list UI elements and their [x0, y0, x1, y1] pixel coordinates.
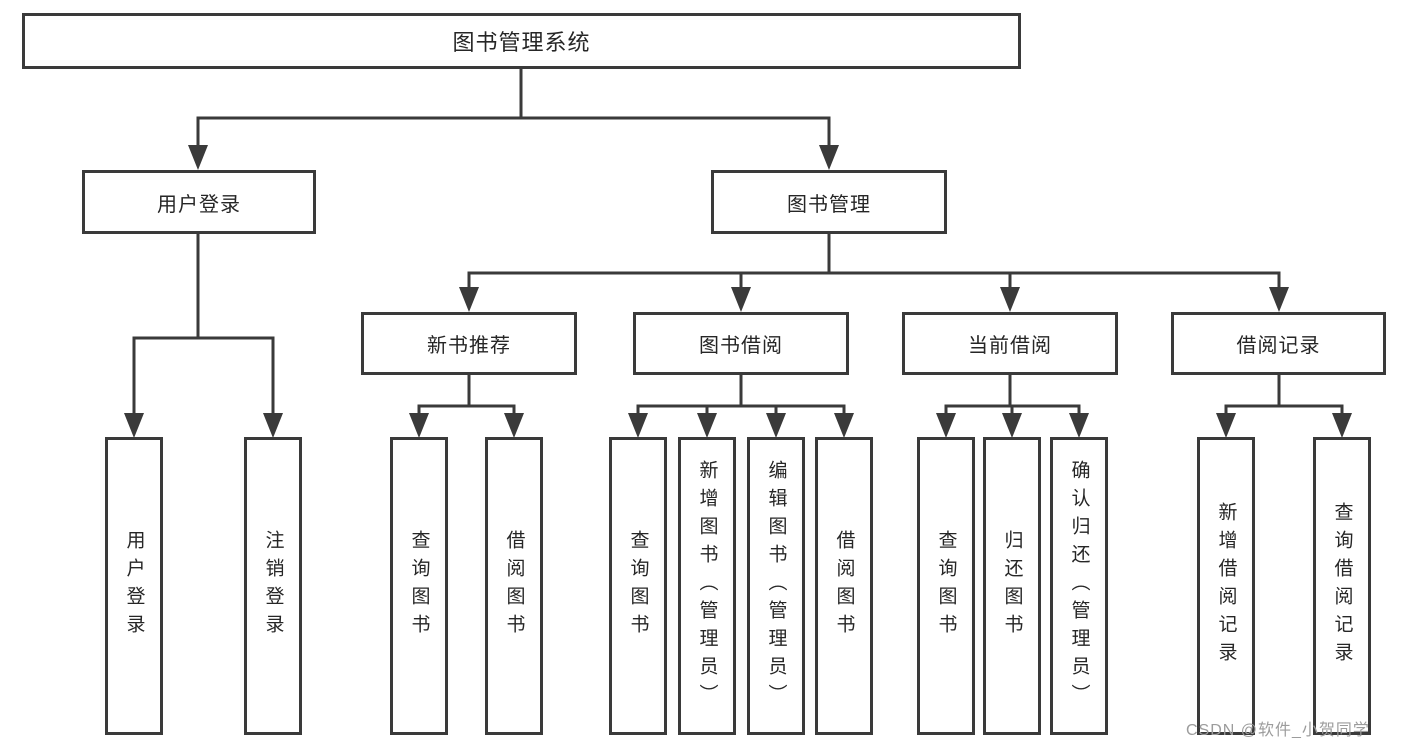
- leaf-return-book-label: 归还图书: [1001, 530, 1023, 642]
- node-book-borrowing-label: 图书借阅: [699, 335, 783, 357]
- leaf-borrow-books-recommend-label: 借阅图书: [503, 530, 525, 642]
- leaf-return-book: 归还图书: [983, 437, 1041, 735]
- node-root: 图书管理系统: [22, 13, 1021, 69]
- node-book-management-label: 图书管理: [787, 193, 871, 216]
- leaf-user-login: 用户登录: [105, 437, 163, 735]
- node-borrowing-records-label: 借阅记录: [1236, 335, 1321, 357]
- leaf-add-borrow-record: 新增借阅记录: [1197, 437, 1255, 735]
- node-borrowing-records: 借阅记录: [1171, 312, 1386, 375]
- leaf-add-book-admin-label: 新增图书（管理员）: [696, 460, 718, 712]
- node-book-management: 图书管理: [711, 170, 947, 234]
- leaf-confirm-return-admin-label: 确认归还（管理员）: [1068, 460, 1090, 712]
- leaf-add-borrow-record-label: 新增借阅记录: [1215, 502, 1237, 670]
- node-current-borrowing: 当前借阅: [902, 312, 1118, 375]
- leaf-query-books-current-label: 查询图书: [935, 530, 957, 642]
- node-user-login: 用户登录: [82, 170, 316, 234]
- arrowhead-icons: [124, 145, 1352, 438]
- node-new-book-recommend-label: 新书推荐: [427, 335, 511, 357]
- leaf-confirm-return-admin: 确认归还（管理员）: [1050, 437, 1108, 735]
- watermark: CSDN @软件_小贺同学: [1186, 722, 1370, 739]
- leaf-query-borrow-record-label: 查询借阅记录: [1331, 502, 1353, 670]
- node-root-label: 图书管理系统: [452, 30, 591, 55]
- node-new-book-recommend: 新书推荐: [361, 312, 577, 375]
- leaf-edit-book-admin: 编辑图书（管理员）: [747, 437, 805, 735]
- leaf-add-book-admin: 新增图书（管理员）: [678, 437, 736, 735]
- leaf-user-login-label: 用户登录: [123, 530, 145, 642]
- node-current-borrowing-label: 当前借阅: [968, 335, 1052, 357]
- leaf-logout: 注销登录: [244, 437, 302, 735]
- leaf-logout-label: 注销登录: [262, 530, 284, 642]
- leaf-edit-book-admin-label: 编辑图书（管理员）: [765, 460, 787, 712]
- leaf-query-borrow-record: 查询借阅记录: [1313, 437, 1371, 735]
- node-user-login-label: 用户登录: [157, 193, 241, 216]
- leaf-query-books-recommend-label: 查询图书: [408, 530, 430, 642]
- leaf-query-books-borrow-label: 查询图书: [627, 530, 649, 642]
- leaf-borrow-books: 借阅图书: [815, 437, 873, 735]
- leaf-query-books-current: 查询图书: [917, 437, 975, 735]
- leaf-query-books-recommend: 查询图书: [390, 437, 448, 735]
- node-book-borrowing: 图书借阅: [633, 312, 849, 375]
- leaf-borrow-books-label: 借阅图书: [833, 530, 855, 642]
- leaf-query-books-borrow: 查询图书: [609, 437, 667, 735]
- leaf-borrow-books-recommend: 借阅图书: [485, 437, 543, 735]
